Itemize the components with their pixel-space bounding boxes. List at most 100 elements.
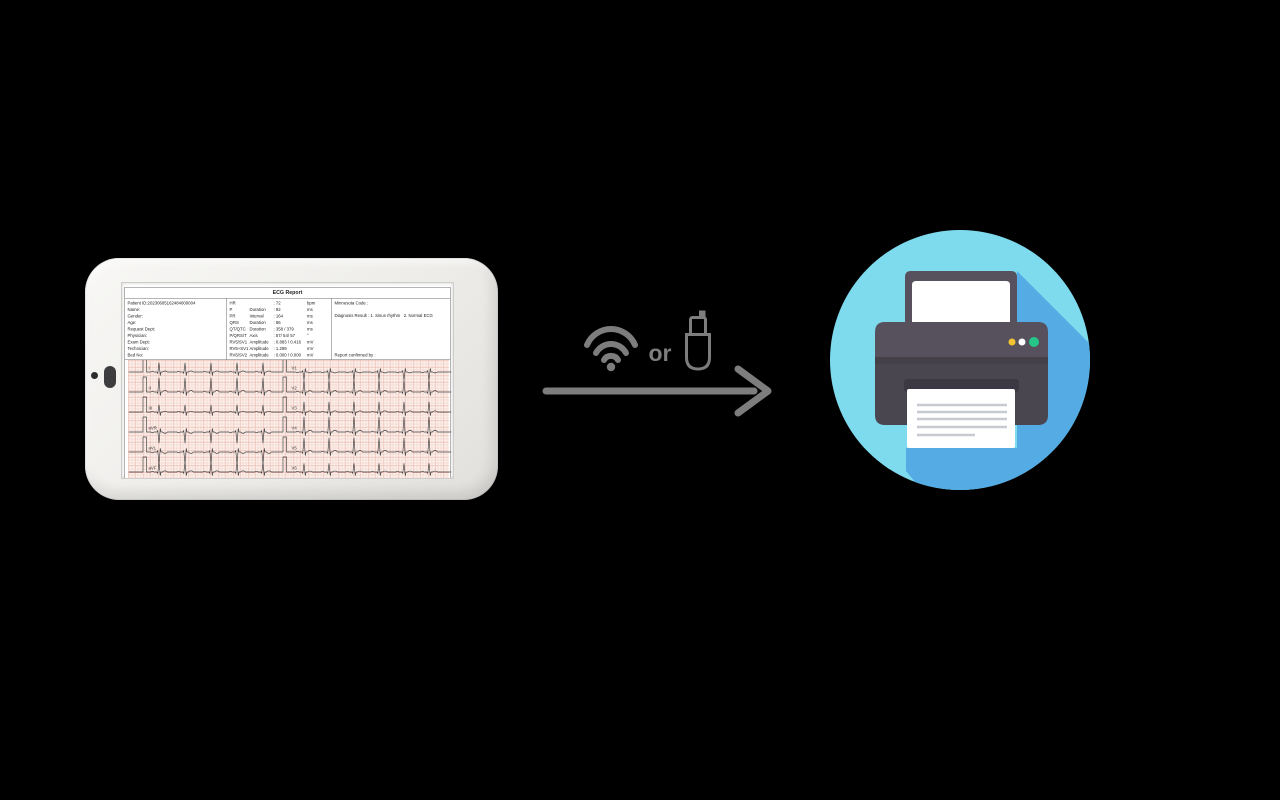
m-unit: ms bbox=[307, 313, 313, 319]
printer-icon bbox=[830, 230, 1090, 490]
m-attr: Amplitude bbox=[249, 339, 269, 345]
m-val: : 86 bbox=[273, 320, 281, 325]
report-title: ECG Report bbox=[125, 288, 450, 299]
m-name: P/QRS/T bbox=[229, 333, 247, 338]
diagnosis-result: Diagnosis Result : 1. Sinus rhythm 2. No… bbox=[334, 313, 433, 318]
m-val: : 57/ 54/ 57 bbox=[273, 333, 296, 338]
measurement-row: HR : 72 bpm bbox=[230, 300, 330, 307]
m-val: : 1.299 bbox=[273, 346, 287, 351]
m-unit: bpm bbox=[307, 300, 316, 306]
lead-label: V6 bbox=[292, 466, 298, 471]
m-unit: ms bbox=[307, 326, 313, 332]
transfer-connector: or bbox=[542, 310, 772, 417]
patient-field: Patient ID:20230605162484000004 bbox=[127, 300, 196, 306]
printer-body-top bbox=[875, 322, 1048, 357]
tablet-device: ECG Report Patient ID:202306051624840000… bbox=[85, 258, 498, 500]
printer-led-green bbox=[1029, 337, 1039, 347]
m-attr: Amplitude bbox=[249, 352, 269, 358]
printer-output-slot bbox=[904, 379, 1019, 392]
m-name: P bbox=[229, 307, 233, 312]
lead-label: I bbox=[149, 366, 150, 371]
tablet-screen: ECG Report Patient ID:202306051624840000… bbox=[122, 283, 453, 478]
lead-label: V4 bbox=[292, 426, 298, 431]
ecg-trace-row bbox=[128, 396, 452, 416]
printer-body-seam bbox=[875, 357, 1048, 364]
m-attr: Duration bbox=[249, 320, 266, 325]
diagnosis-column: Minnesota Code : Diagnosis Result : 1. S… bbox=[332, 299, 450, 360]
patient-field: Physician: bbox=[127, 333, 148, 338]
m-unit: mV bbox=[307, 339, 314, 345]
m-name: PR bbox=[229, 313, 236, 319]
m-attr: Duration bbox=[249, 307, 266, 312]
usb-drive-icon bbox=[685, 310, 711, 371]
printer-led-white bbox=[1018, 338, 1026, 346]
m-val: : 0.000 / 0.000 bbox=[273, 352, 301, 358]
m-val: : 92 bbox=[273, 307, 281, 312]
front-camera-icon bbox=[104, 366, 116, 388]
patient-field: Bed No: bbox=[127, 352, 144, 358]
m-attr: Duration bbox=[249, 326, 266, 332]
patient-field: Exam Dept: bbox=[127, 339, 150, 345]
lead-label: V5 bbox=[292, 446, 298, 451]
lead-label: V3 bbox=[292, 406, 298, 411]
m-attr: Axis bbox=[249, 333, 258, 338]
ecg-trace-row bbox=[128, 376, 452, 396]
patient-field: Age: bbox=[127, 320, 137, 325]
printed-text-lines bbox=[917, 403, 1007, 437]
m-unit: ms bbox=[307, 307, 313, 312]
minnesota-code-label: Minnesota Code : bbox=[334, 300, 369, 306]
patient-field: Gender: bbox=[127, 313, 144, 319]
ecg-trace-row bbox=[128, 360, 452, 381]
patient-field: Technician: bbox=[127, 346, 150, 351]
wifi-icon bbox=[584, 326, 638, 372]
m-unit: mV bbox=[307, 346, 314, 351]
ambient-sensor-icon bbox=[91, 372, 98, 379]
lead-label: aVL bbox=[149, 446, 157, 451]
m-name: QRS bbox=[229, 320, 239, 325]
m-attr: Interval bbox=[249, 313, 264, 319]
measurement-row: P Duration : 92 ms bbox=[230, 307, 330, 314]
m-name: RV5+SV1 bbox=[229, 346, 249, 351]
m-val: : 164 bbox=[273, 313, 284, 319]
printer-glyph bbox=[875, 271, 1048, 448]
m-val: : 0.883 / 0.416 bbox=[273, 339, 301, 345]
m-name: RV6/SV2 bbox=[229, 352, 248, 358]
patient-field: Name: bbox=[127, 307, 141, 312]
m-val: : 358 / 379 bbox=[273, 326, 294, 332]
ecg-trace-row bbox=[128, 436, 452, 465]
lead-label: III bbox=[149, 406, 153, 411]
arrow-right-icon bbox=[542, 365, 772, 417]
m-name: HR bbox=[229, 300, 236, 306]
or-label: or bbox=[649, 340, 672, 366]
m-unit: ms bbox=[307, 320, 313, 325]
screen-content: ECG Report Patient ID:202306051624840000… bbox=[122, 287, 453, 478]
lead-label: aVR bbox=[149, 426, 157, 431]
measurement-row: PR Interval : 164 ms bbox=[230, 313, 330, 320]
ecg-report-page: ECG Report Patient ID:202306051624840000… bbox=[124, 287, 452, 478]
ecg-trace-row bbox=[128, 416, 452, 444]
printer-input-paper bbox=[912, 281, 1010, 325]
m-unit: ° bbox=[307, 333, 309, 338]
lead-label: V1 bbox=[292, 366, 298, 371]
lead-label: V2 bbox=[292, 386, 298, 391]
m-val: : 72 bbox=[273, 300, 281, 306]
lead-label: II bbox=[149, 386, 151, 391]
m-name: QT/QTC bbox=[229, 326, 246, 332]
ecg-trace-row bbox=[128, 456, 452, 476]
m-name: RV5/SV1 bbox=[229, 339, 248, 345]
patient-field: Request Dept: bbox=[127, 326, 155, 332]
measurement-row: QRS Duration : 86 ms bbox=[230, 320, 330, 327]
report-confirmed-label: Report confirmed by : bbox=[334, 352, 376, 358]
m-attr: Amplitude bbox=[249, 346, 269, 351]
lead-label: aVF bbox=[149, 466, 157, 471]
